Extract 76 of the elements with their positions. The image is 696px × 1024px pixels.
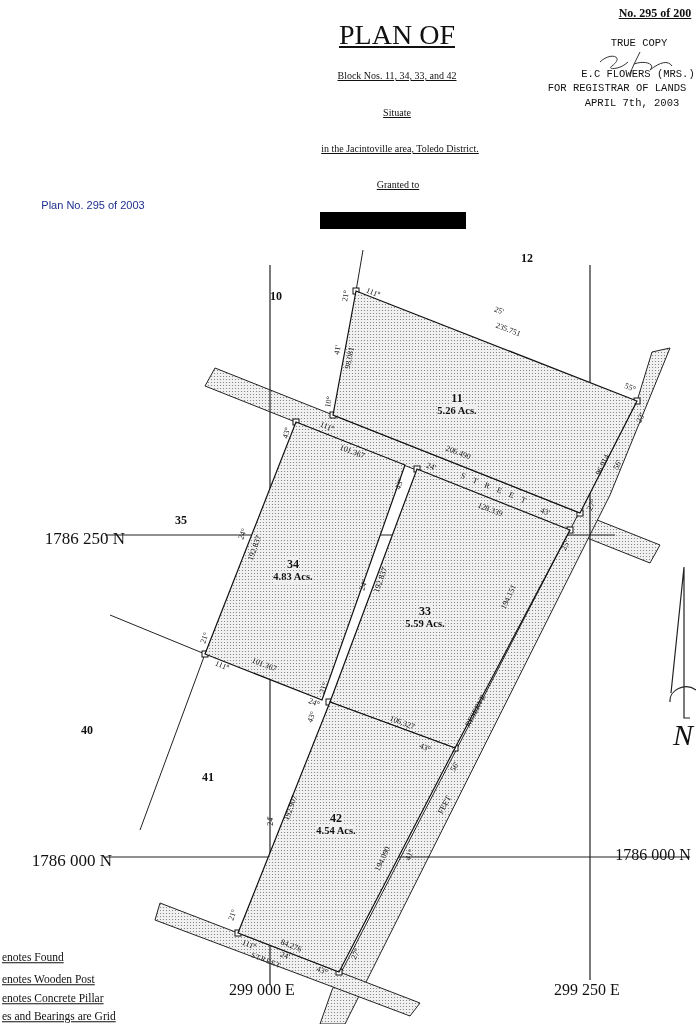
dimension-label: 27° — [350, 947, 362, 961]
area-label: 5.59 Acs. — [405, 618, 445, 630]
block-number: 40 — [81, 724, 93, 736]
dimension-label: 10° — [324, 395, 334, 409]
dimension-label: 24° — [358, 578, 370, 592]
dimension-label: 43° — [306, 710, 318, 724]
dimension-label: 43' — [539, 506, 551, 518]
dimension-label: 101.367 — [250, 656, 278, 674]
land-parcel — [330, 469, 570, 748]
dimension-label: 24' — [267, 816, 275, 826]
dimension-label: 21° — [341, 289, 351, 303]
heading-text: in the Jacintoville area, Toledo District. — [321, 144, 479, 154]
dimension-label: 27° — [586, 498, 598, 512]
dimension-label: 192.837 — [372, 566, 390, 594]
heading-text: Block Nos. 11, 34, 33, and 42 — [337, 71, 457, 81]
dimension-label: 192.907 — [282, 794, 300, 822]
heading-text: Situate — [383, 108, 411, 118]
dimension-label: 192.837 — [246, 534, 264, 562]
dimension-label: 21° — [199, 631, 211, 645]
dimension-label: 111° — [364, 286, 382, 300]
parcel-number: 33 — [419, 605, 431, 617]
dimension-label: 21° — [318, 681, 330, 695]
dimension-label: 111° — [318, 420, 336, 434]
dimension-label: 56' — [449, 760, 461, 774]
north-label: N — [673, 720, 693, 750]
certification-text: APRIL 7th, 2003 — [584, 97, 680, 109]
grid-coordinate: 1786 250 N — [44, 529, 126, 547]
certification-text: FOR REGISTRAR OF LANDS — [547, 82, 687, 94]
block-number: 10 — [270, 290, 282, 302]
dimension-label: 21° — [227, 908, 239, 922]
certification-text: TRUE COPY — [610, 37, 668, 49]
dimension-label: 43° — [418, 742, 432, 754]
legend-note: es and Bearings are Grid — [2, 1011, 116, 1023]
dimension-label: 24° — [237, 527, 249, 541]
grid-coordinate: 1786 000 N — [31, 851, 113, 869]
grid-coordinate: 299 250 E — [554, 982, 620, 998]
area-label: 4.54 Acs. — [316, 825, 356, 837]
plan-title: PLAN OF — [339, 21, 455, 49]
dimension-label: 111° — [213, 659, 231, 673]
dimension-label: 43° — [315, 965, 329, 977]
legend-note: enotes Wooden Post — [2, 974, 95, 986]
dimension-label: 41° — [404, 848, 416, 862]
parcel-number: 11 — [451, 392, 463, 404]
legend-note: enotes Concrete Pillar — [2, 993, 104, 1005]
dimension-label: 128.339 — [476, 501, 504, 519]
block-number: 12 — [521, 252, 533, 264]
dimension-label: 25' — [493, 305, 505, 317]
block-number: 35 — [175, 514, 187, 526]
plan-number: Plan No. 295 of 2003 — [41, 199, 145, 211]
dimension-label: 235.751 — [494, 321, 522, 339]
dimension-label: 56' — [612, 459, 624, 471]
dimension-label: 24' — [425, 461, 437, 473]
dimension-label: 101.367 — [338, 443, 366, 461]
grid-coordinate: 1786 000 N — [615, 847, 691, 863]
dimension-label: 43° — [281, 426, 293, 440]
parcel-number: 34 — [287, 558, 299, 570]
dimension-label: 55° — [623, 382, 637, 394]
dimension-label: 206.490 — [444, 444, 472, 462]
dimension-label: 96.914 — [594, 453, 612, 477]
dimension-label: 106.327 — [388, 714, 416, 732]
legend-note: enotes Found — [2, 952, 64, 964]
dimension-label: 41' — [333, 344, 343, 356]
dimension-label: 111° — [240, 938, 258, 952]
certification-text: E.C FLOWERS (MRS.) — [581, 68, 695, 80]
dimension-label: 98.081 — [343, 346, 357, 370]
area-label: 4.83 Acs. — [273, 571, 313, 583]
area-label: 5.26 Acs. — [437, 405, 477, 417]
dimension-label: 24' — [279, 950, 291, 962]
dimension-label: 23' — [635, 412, 647, 424]
dimension-label: 24° — [307, 697, 321, 709]
parcel-number: 42 — [330, 812, 342, 824]
reserve-name: FEET — [437, 794, 453, 816]
block-number: 41 — [202, 771, 214, 783]
heading-text: Granted to — [376, 180, 420, 190]
plan-number: No. 295 of 200 — [618, 7, 692, 19]
grid-coordinate: 299 000 E — [229, 982, 295, 998]
